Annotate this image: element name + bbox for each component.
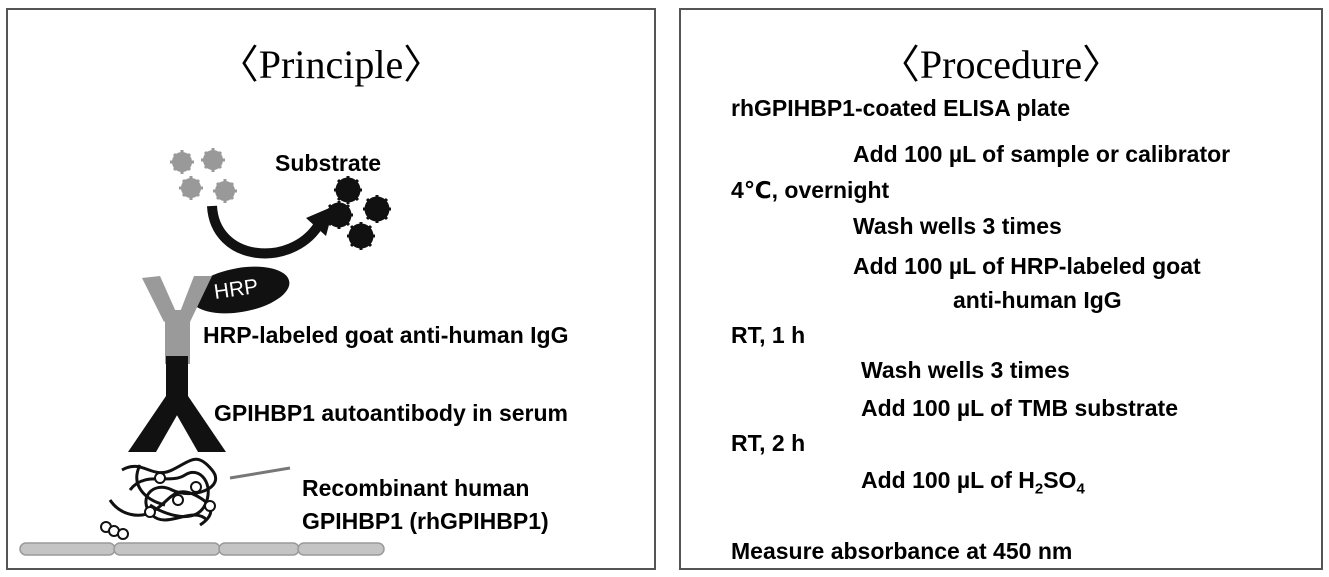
stage-coated-plate: rhGPIHBP1-coated ELISA plate — [731, 95, 1071, 121]
substrate-label: Substrate — [275, 150, 382, 176]
h2so4-mid: SO — [1043, 467, 1077, 493]
action-add-hrp-antibody-line2: anti-human IgG — [953, 287, 1122, 313]
stage-overnight: 4℃, overnight — [731, 177, 890, 203]
secondary-antibody-label: HRP-labeled goat anti-human IgG — [203, 322, 569, 348]
h2so4-prefix: Add 100 µL of H — [861, 467, 1035, 493]
secondary-antibody — [142, 276, 212, 364]
h2so4-sub-4: 4 — [1076, 480, 1085, 498]
stage-measure-absorbance: Measure absorbance at 450 nm — [731, 538, 1073, 564]
principle-panel: 〈Principle〉 — [6, 8, 656, 570]
reaction-arrowhead — [306, 206, 334, 236]
action-wash-2: Wash wells 3 times — [861, 357, 1070, 383]
substrate-gray-spikes — [170, 148, 237, 203]
autoantibody-label: GPIHBP1 autoantibody in serum — [214, 400, 568, 426]
product-molecules — [325, 176, 391, 250]
principle-title: 〈Principle〉 — [218, 42, 444, 87]
h2so4-sub-2: 2 — [1034, 480, 1044, 498]
action-add-hrp-antibody: Add 100 µL of HRP-labeled goat — [853, 253, 1201, 279]
procedure-title: 〈Procedure〉 — [879, 42, 1123, 87]
hrp-enzyme — [190, 266, 290, 314]
autoantibody — [128, 356, 226, 452]
stage-rt-2h: RT, 2 h — [731, 430, 806, 456]
reaction-arrow — [207, 205, 323, 259]
action-wash-1: Wash wells 3 times — [853, 213, 1062, 239]
action-add-tmb: Add 100 µL of TMB substrate — [861, 395, 1178, 421]
action-add-sample: Add 100 µL of sample or calibrator — [853, 141, 1231, 167]
antigen-label-line2: GPIHBP1 (rhGPIHBP1) — [302, 508, 549, 534]
elisa-plate-surface — [19, 542, 385, 556]
rhgpihbp1-antigen — [108, 457, 291, 527]
action-add-h2so4: Add 100 µL of H2SO4 — [861, 467, 1085, 498]
procedure-panel: 〈Procedure〉 — [679, 8, 1323, 570]
antigen-glycans — [100, 472, 216, 540]
antigen-label-line1: Recombinant human — [302, 475, 530, 501]
stage-rt-1h: RT, 1 h — [731, 322, 806, 348]
